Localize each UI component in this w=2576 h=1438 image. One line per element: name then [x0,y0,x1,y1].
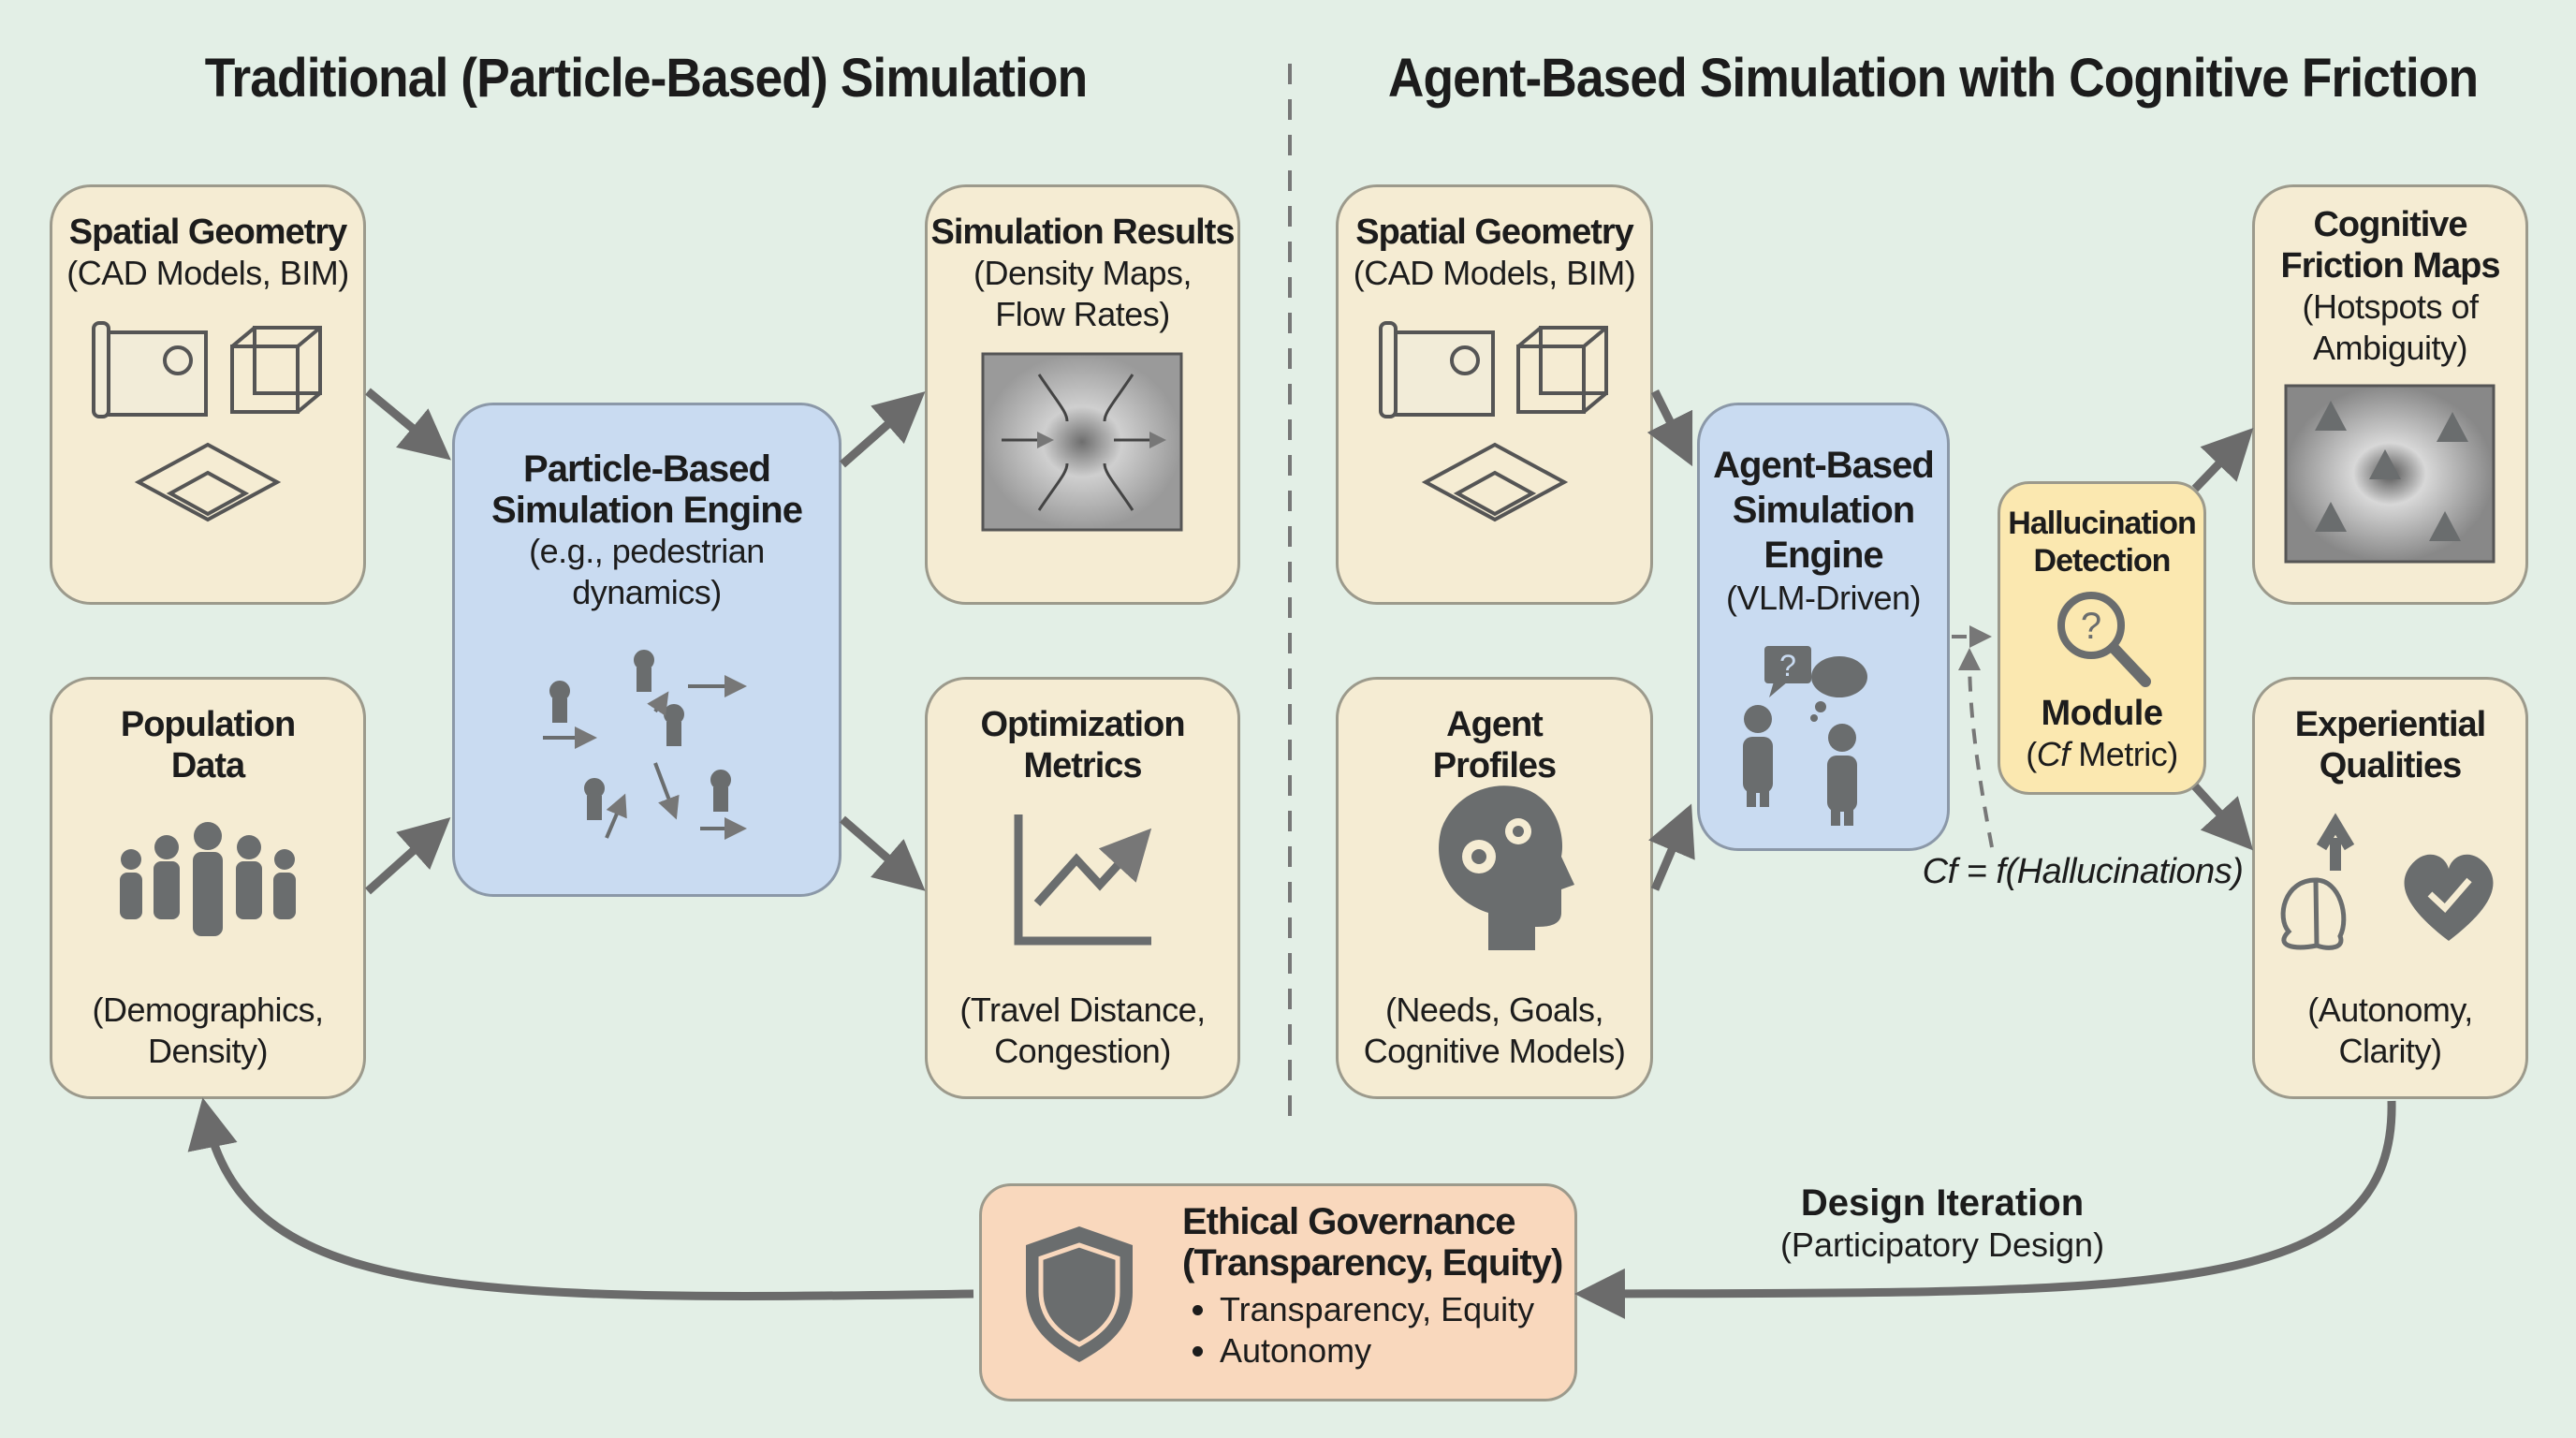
arrow-spatial-to-particle-engine [365,388,451,461]
arrow-governance-to-population [187,1097,974,1300]
arrow-engine-to-results [840,391,926,468]
box-subtitle: (Density Maps,Flow Rates) [973,254,1193,333]
arrow-spatial-to-agent-engine [1647,389,1693,467]
box-subtitle: (VLM-Driven) [1725,579,1922,617]
spatial-geometry-box-agent: Spatial Geometry (CAD Models, BIM) [1336,184,1653,605]
arrow-engine-to-optimization [840,815,926,891]
box-subtitle: (CAD Models, BIM) [66,254,349,292]
box-footnote: Module (Cf Metric) [2026,694,2178,773]
box-footnote: (Demographics,Density) [92,990,324,1070]
governance-bullets: Transparency, Equity Autonomy [1182,1289,1574,1372]
arrow-detection-to-experiential [2191,783,2254,851]
box-title: Spatial Geometry [68,213,348,252]
bullet-item: Transparency, Equity [1220,1289,1574,1330]
arrow-profiles-to-agent-engine [1648,803,1695,891]
box-title: Simulation Results [930,213,1235,252]
right-title: Agent-Based Simulation with Cognitive Fr… [1387,48,2479,109]
simulation-results-box: Simulation Results (Density Maps,Flow Ra… [925,184,1240,605]
ethical-governance-box: Ethical Governance(Transparency, Equity)… [979,1183,1577,1401]
bullet-item: Autonomy [1220,1330,1574,1372]
arrow-detection-to-friction [2191,428,2254,492]
box-title: Ethical Governance(Transparency, Equity) [1182,1201,1563,1284]
spatial-geometry-box: Spatial Geometry (CAD Models, BIM) [50,184,366,605]
box-footnote: (Autonomy,Clarity) [2307,990,2473,1070]
arrow-population-to-particle-engine [365,817,451,895]
cf-formula-label: Cf = f(Hallucinations) [1922,852,2244,891]
box-subtitle: (CAD Models, BIM) [1353,254,1636,292]
box-title: Spatial Geometry [1355,213,1634,252]
box-footnote: (Travel Distance,Congestion) [959,990,1206,1070]
design-iteration-label: Design Iteration (Participatory Design) [1779,1182,2105,1264]
dashed-arrow-formula-to-detection [1958,648,1994,848]
left-title: Traditional (Particle-Based) Simulation [204,48,1089,109]
box-footnote: (Needs, Goals,Cognitive Models) [1363,990,1626,1070]
